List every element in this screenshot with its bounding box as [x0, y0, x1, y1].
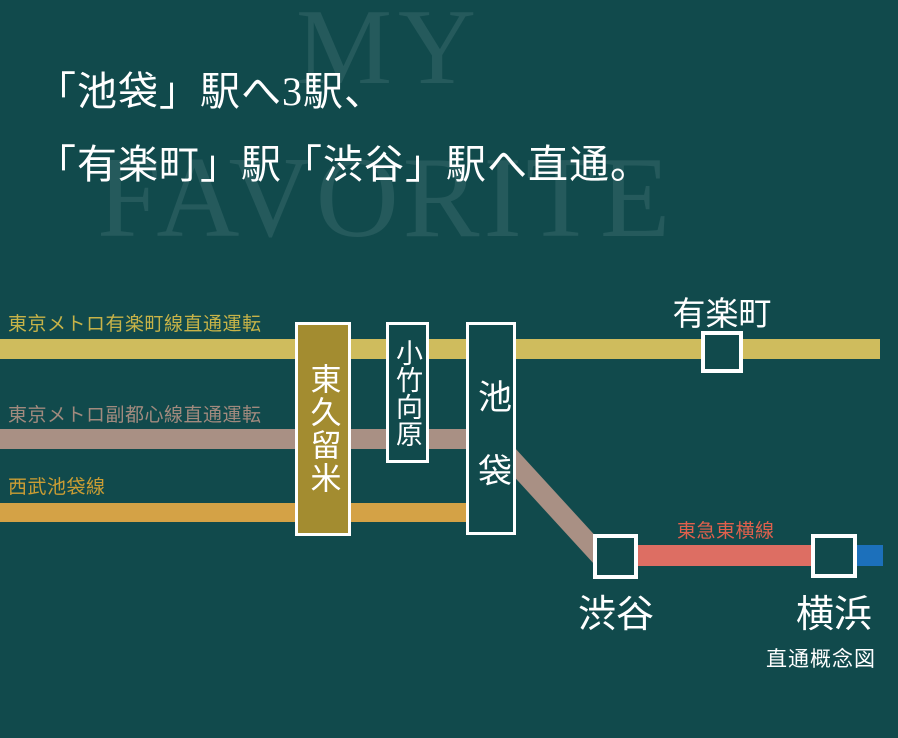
diagram-caption: 直通概念図: [766, 647, 876, 671]
fukutoshin-line-bar: [0, 429, 470, 449]
station-marker-shibuya: [593, 534, 638, 579]
toyoko-line-label: 東急東横線: [677, 521, 775, 542]
yurakucho-line-label: 東京メトロ有楽町線直通運転: [8, 314, 262, 335]
station-marker-yurakucho: [701, 331, 743, 373]
yurakucho-line-bar: [0, 339, 880, 359]
watermark-favorite: FAVORITE: [97, 134, 675, 261]
station-box-kotakemukaihara: 小竹向原: [386, 322, 429, 463]
headline-line1: 「池袋」駅へ3駅、: [36, 69, 385, 114]
station-label-shibuya: 渋谷: [577, 594, 655, 636]
seibu-line-bar: [0, 503, 470, 522]
station-label-kotakemukaihara: 小竹向原: [392, 338, 422, 447]
station-label-ikebukuro: 池袋: [472, 378, 510, 527]
toyoko-line-bar: [630, 545, 815, 566]
station-label-yurakucho: 有楽町: [672, 297, 772, 333]
headline-line2: 「有楽町」駅「渋谷」駅へ直通。: [36, 142, 651, 187]
headline: 「池袋」駅へ3駅、 「有楽町」駅「渋谷」駅へ直通。: [36, 55, 651, 201]
station-box-higashikurume: 東久留米: [295, 322, 351, 536]
watermark-my: MY: [296, 0, 483, 107]
station-box-ikebukuro: 池袋: [466, 322, 516, 535]
station-label-higashikurume: 東久留米: [305, 363, 341, 495]
station-marker-yokohama: [811, 534, 857, 578]
fukutoshin-line-label: 東京メトロ副都心線直通運転: [8, 405, 262, 426]
seibu-line-label: 西武池袋線: [8, 477, 106, 498]
station-label-yokohama: 横浜: [795, 594, 873, 636]
